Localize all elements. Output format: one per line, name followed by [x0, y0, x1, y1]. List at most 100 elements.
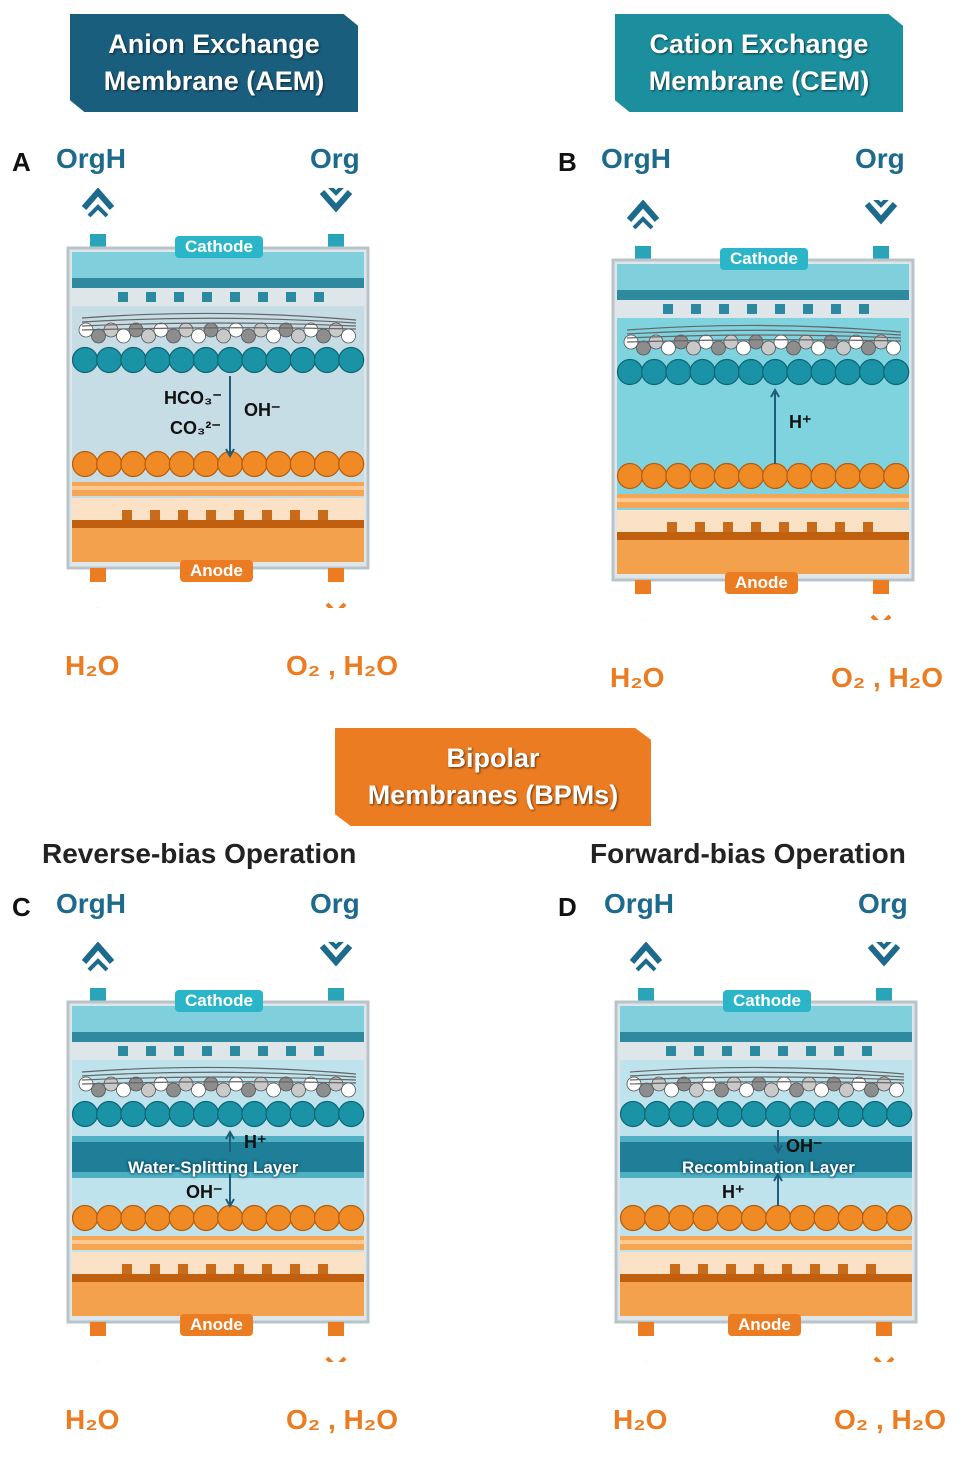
- catalyst-particle: [723, 334, 739, 350]
- ionomer-sphere-orange: [737, 462, 765, 490]
- cathode-label-D: Cathode: [723, 990, 811, 1012]
- ionomer-sphere-teal: [762, 358, 789, 386]
- org-arrow-icon-inner: [328, 188, 344, 196]
- ionomer-sphere-teal: [834, 358, 861, 386]
- ionomer-sphere-teal: [861, 1100, 889, 1128]
- cathode-label-B: Cathode: [720, 248, 808, 270]
- catalyst-particle: [776, 1076, 792, 1092]
- ionomer-sphere-teal: [241, 346, 268, 374]
- cathode-outlet: [873, 246, 889, 260]
- anode-label-D: Anode: [728, 1314, 801, 1336]
- catalyst-particle: [739, 1082, 754, 1098]
- orgh-arrow-icon: [629, 942, 663, 964]
- catalyst-particle: [773, 334, 789, 350]
- anode-porous-stripe: [72, 486, 364, 490]
- ionomer-sphere-orange: [861, 1204, 889, 1232]
- hydroxide-flux-arrow-head: [225, 1198, 235, 1209]
- catalyst-particle: [698, 334, 714, 350]
- panel-label-C: C: [12, 892, 31, 922]
- cathode-channel: [230, 292, 240, 302]
- ionomer-sphere-teal: [692, 1100, 719, 1128]
- ionomer-sphere-orange: [265, 450, 292, 478]
- org-label-A: Org: [310, 143, 360, 174]
- anode-channel: [290, 1264, 300, 1274]
- panel-label-A: A: [12, 147, 31, 177]
- catalyst-particle: [811, 340, 826, 356]
- org-label-C: Org: [310, 888, 360, 919]
- ionomer-sphere-orange: [192, 1204, 220, 1232]
- catalyst-particle: [166, 1082, 181, 1098]
- org-arrow-icon: [319, 944, 353, 967]
- cathode-channel: [831, 304, 841, 314]
- org-arrow-icon: [864, 202, 898, 225]
- cathode-channel: [258, 1046, 268, 1056]
- bpm-interface-layer: [72, 1142, 364, 1172]
- cathode-channel: [775, 304, 785, 314]
- ionomer-sphere-teal: [338, 346, 365, 374]
- cathode-outlet: [876, 988, 892, 1002]
- catalyst-particle: [751, 1076, 767, 1092]
- ionomer-sphere-orange: [713, 462, 740, 490]
- ionomer-sphere-orange: [144, 1204, 171, 1232]
- aem-banner-line1: Anion Exchange: [108, 29, 320, 59]
- catalyst-particle: [789, 1082, 804, 1098]
- anode-channel: [754, 1264, 764, 1274]
- ionomer-sphere-teal: [338, 1100, 365, 1128]
- ionomer-sphere-orange: [789, 1204, 816, 1232]
- anode-channel: [234, 1264, 244, 1274]
- carbon-fiber: [626, 339, 902, 343]
- cathode-channel: [719, 304, 729, 314]
- catalyst-particle: [761, 340, 776, 356]
- anode-inlet: [638, 1322, 654, 1336]
- carbon-fiber: [629, 1071, 905, 1078]
- bpm-interface-top: [620, 1136, 912, 1142]
- anode-channel: [318, 510, 328, 520]
- ionomer-sphere-teal: [313, 1100, 341, 1128]
- cathode-outlet: [328, 234, 344, 248]
- catalyst-particle: [851, 1076, 867, 1092]
- anode-channel: [122, 1264, 132, 1274]
- anode-channel: [122, 510, 132, 520]
- carbon-fiber: [629, 1081, 905, 1085]
- cell-diagram-D: [614, 942, 918, 1362]
- cathode-channel: [202, 292, 212, 302]
- catalyst-particle: [814, 1082, 829, 1098]
- anode-channel: [206, 1264, 216, 1274]
- ionomer-sphere-teal: [120, 346, 147, 374]
- cathode-channel: [174, 1046, 184, 1056]
- catalyst-particle: [861, 340, 876, 356]
- catalyst-particle: [798, 334, 814, 350]
- orgh-label-C: OrgH: [56, 888, 126, 919]
- ion-proton-C: H⁺: [244, 1132, 267, 1152]
- anode-outlet: [876, 1322, 892, 1336]
- ionomer-sphere-teal: [740, 1100, 768, 1128]
- ionomer-sphere-teal: [192, 1100, 220, 1128]
- orgh-arrow-icon: [626, 200, 660, 222]
- bpm-interface-bottom: [72, 1172, 364, 1178]
- carbon-fiber: [81, 1076, 357, 1081]
- proton-flux-arrow-head: [770, 387, 780, 398]
- cathode-plate-edge: [620, 1032, 912, 1042]
- anode-channel: [667, 522, 677, 532]
- catalyst-particle: [836, 340, 851, 356]
- catalyst-particle: [241, 1082, 256, 1098]
- o2-h2o-arrow-icon-inner: [873, 1356, 895, 1362]
- ionomer-sphere-teal: [716, 1100, 743, 1128]
- cathode-channel: [750, 1046, 760, 1056]
- bpm-banner-line1: Bipolar: [446, 743, 540, 773]
- catalyst-particle: [303, 322, 319, 338]
- ionomer-sphere-teal: [641, 358, 668, 386]
- ionomer-sphere-orange: [120, 450, 147, 478]
- cathode-inlet: [90, 234, 106, 248]
- org-label-B: Org: [855, 143, 905, 174]
- catalyst-particle: [711, 340, 726, 356]
- ionomer-sphere-teal: [837, 1100, 864, 1128]
- ionomer-sphere-teal: [689, 358, 716, 386]
- cathode-outlet: [328, 988, 344, 1002]
- proton-flux-arrow-head: [773, 1171, 783, 1182]
- orgh-arrow-icon-inner: [635, 958, 657, 972]
- cathode-channel: [174, 292, 184, 302]
- ionomer-sphere-orange: [641, 462, 668, 490]
- ionomer-sphere-teal: [71, 346, 99, 374]
- cem-banner: Cation Exchange Membrane (CEM): [615, 14, 903, 112]
